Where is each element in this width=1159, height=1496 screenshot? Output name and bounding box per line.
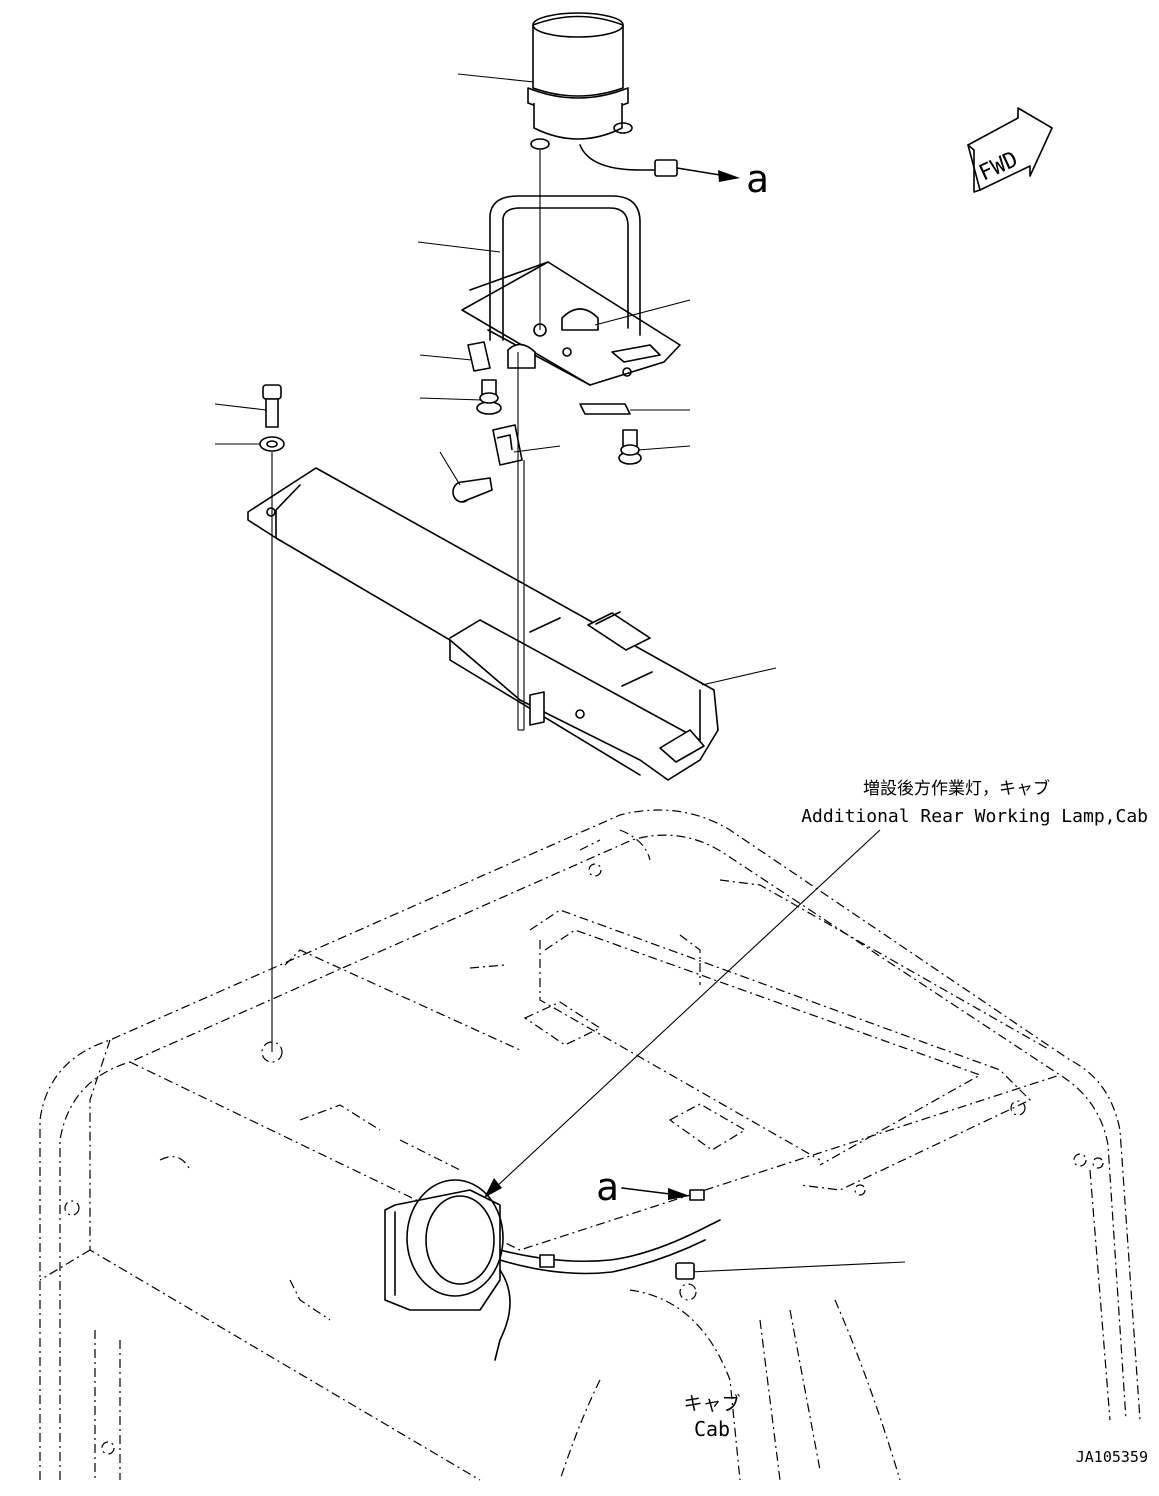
guard-bracket — [461, 195, 681, 386]
connection-arrow-bottom — [621, 1187, 690, 1200]
arrow-label-a-top: a — [746, 157, 769, 201]
leader-lines — [214, 73, 906, 1273]
fwd-arrow-icon: FWD — [967, 107, 1053, 193]
drawing-id: JA105359 — [1076, 1448, 1148, 1466]
mounting-channel — [247, 467, 719, 781]
cab-roof — [39, 809, 1141, 1481]
rear-working-lamp — [384, 1179, 721, 1361]
cab-label-en: Cab — [694, 1417, 730, 1441]
callout-label-en: Additional Rear Working Lamp,Cab — [801, 806, 1148, 827]
beacon-lamp — [527, 12, 740, 182]
arrow-label-a-bottom: a — [596, 1165, 619, 1209]
lamp-callout — [484, 829, 881, 1198]
cab-label-jp: キャブ — [683, 1392, 740, 1415]
alignment-lines — [271, 150, 541, 1052]
callout-label-jp: 増設後方作業灯，キャブ — [863, 778, 1050, 799]
small-parts — [259, 341, 642, 503]
